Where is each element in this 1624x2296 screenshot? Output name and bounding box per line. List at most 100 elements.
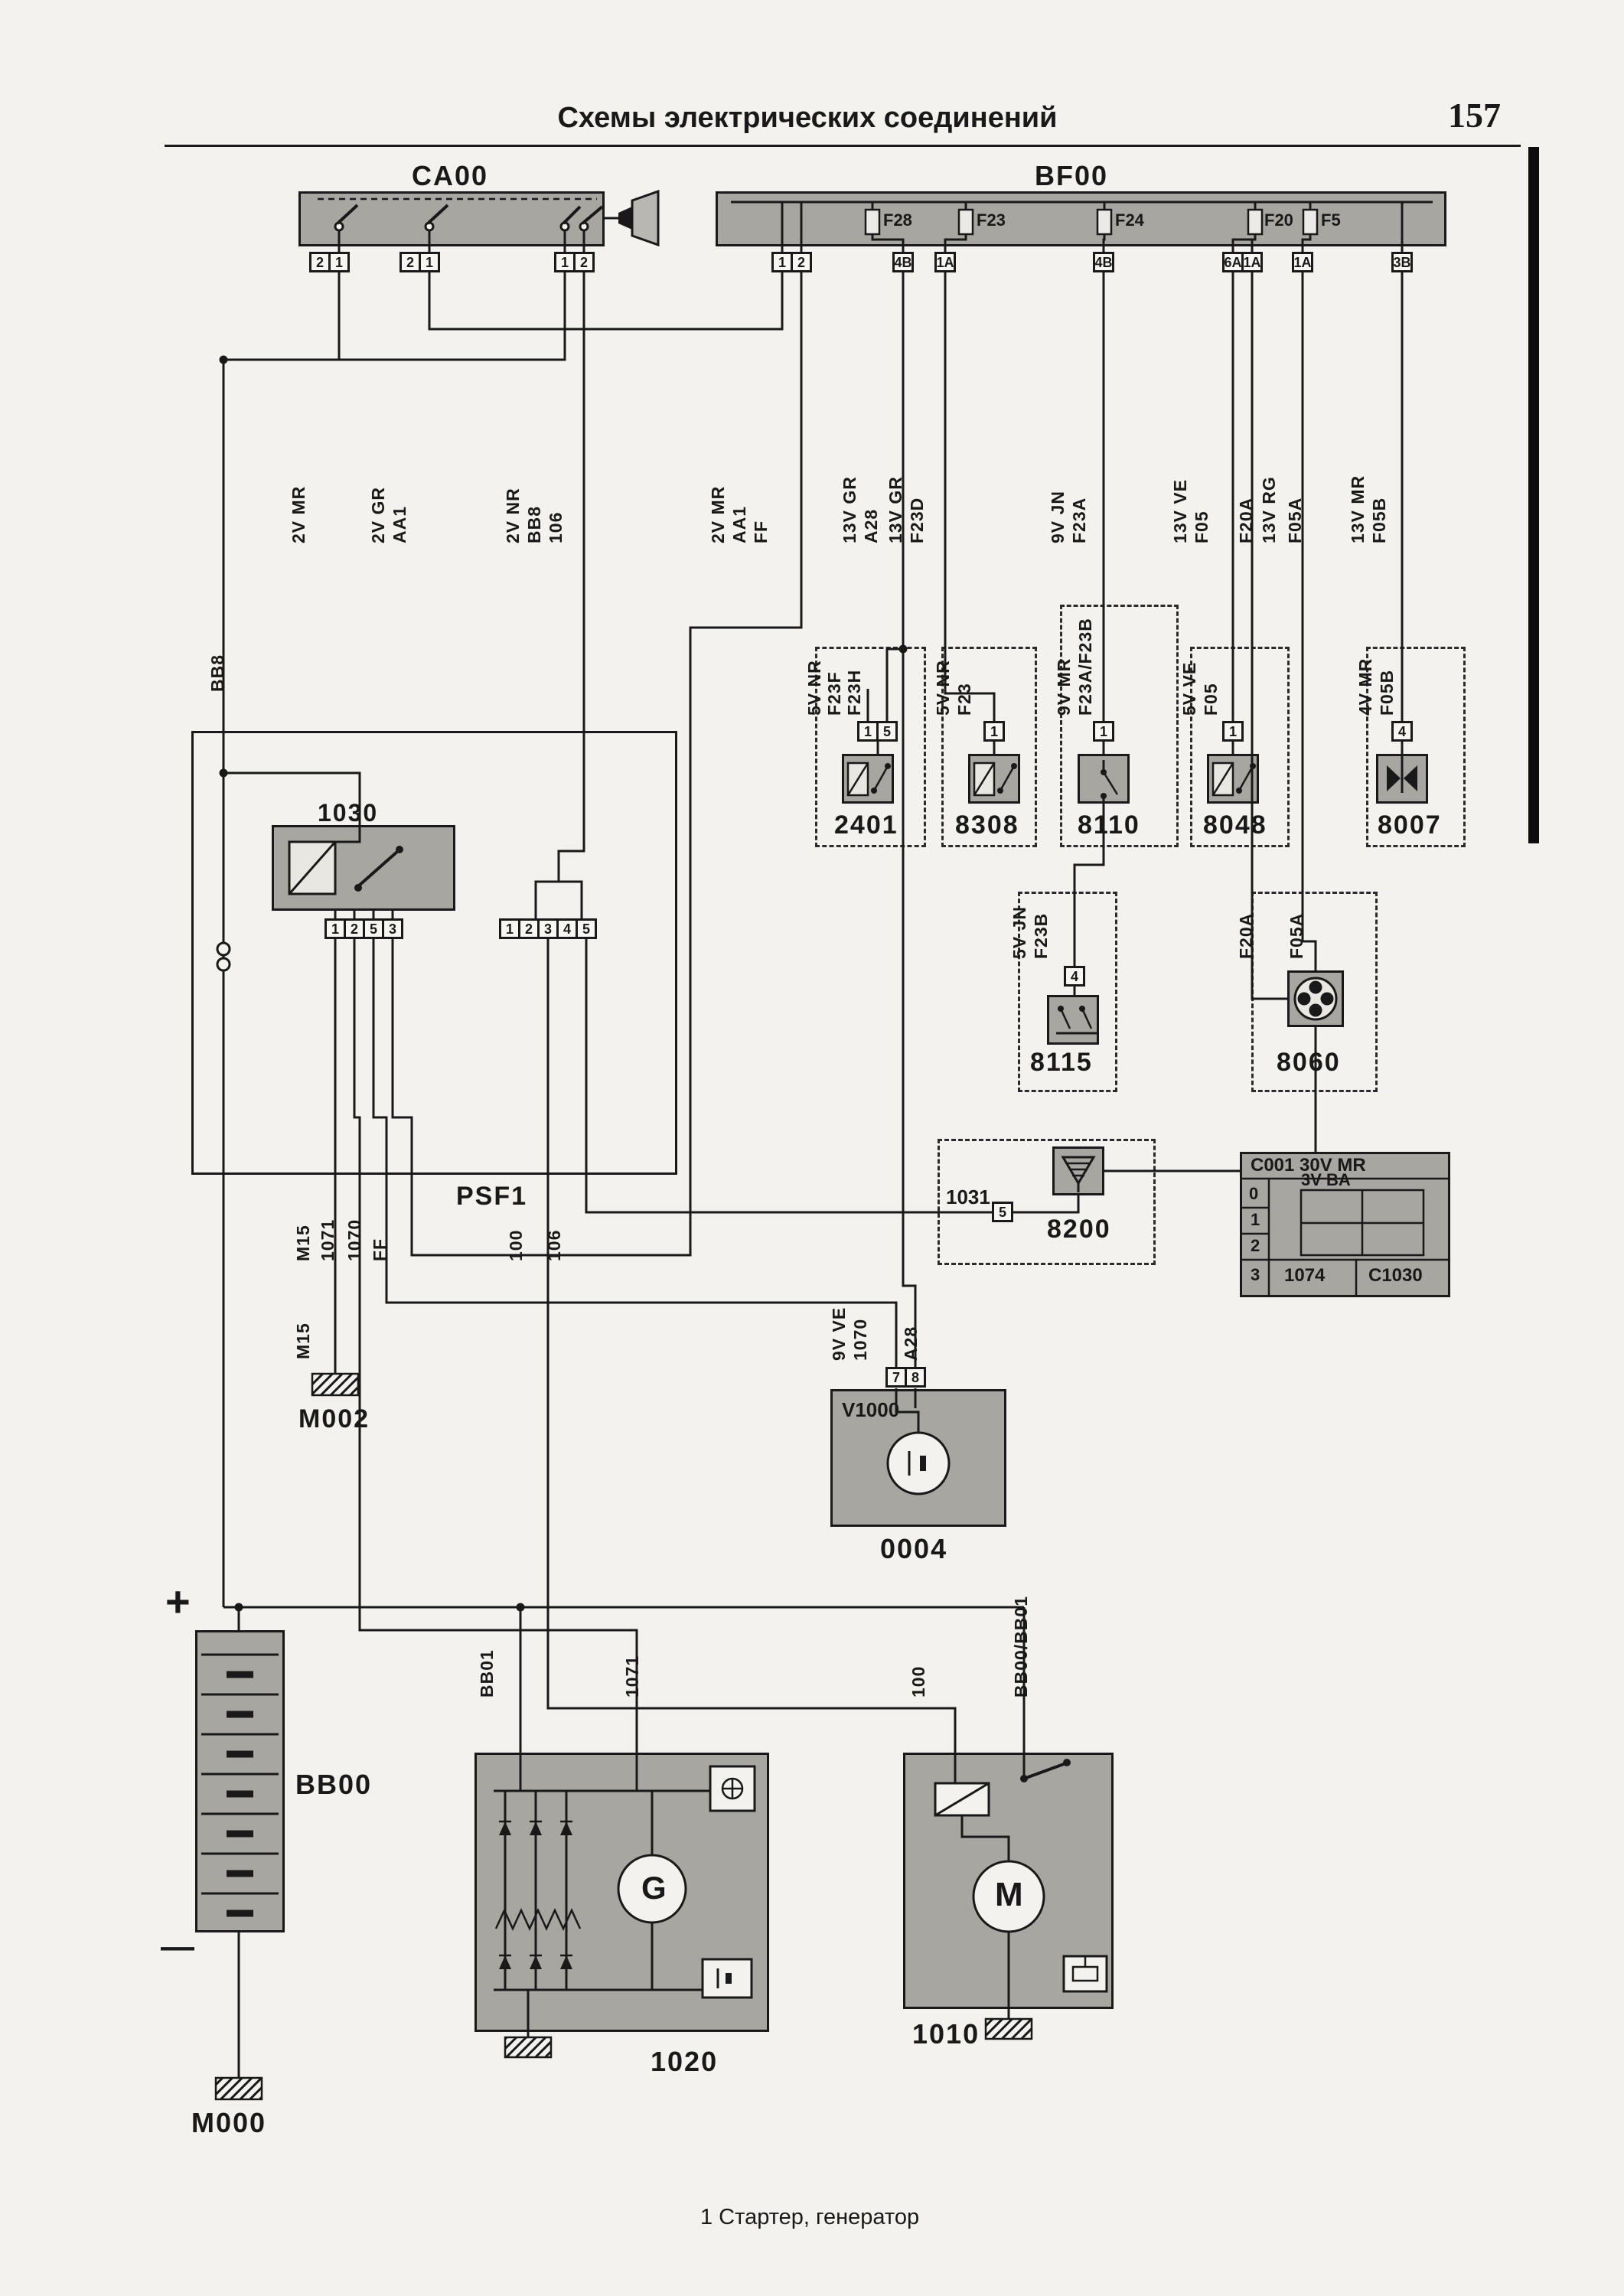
bf00-connector-3: 1A <box>934 252 956 272</box>
pins-8048: 1 <box>1222 721 1244 742</box>
c001-header: C001 30V MR <box>1251 1155 1366 1176</box>
pin-cell: 1 <box>983 721 1005 742</box>
card8060-wire-2: F05A <box>1286 912 1306 959</box>
ground-icon-starter <box>984 2017 1033 2040</box>
pin-cell: 5 <box>576 918 597 939</box>
pin-cell: 2 <box>344 918 365 939</box>
card8110-wire-2: F23A/F23B <box>1075 618 1095 716</box>
wire-label-b1-2v-mr: 2V MR <box>708 485 728 543</box>
card8048-wire-2: F05 <box>1201 683 1221 716</box>
name-8308: 8308 <box>955 810 1019 840</box>
psf1-wire-1071: 1071 <box>318 1218 338 1261</box>
bf00-label: BF00 <box>1035 160 1109 191</box>
wire-label-bb00-bb01: BB00/BB01 <box>1011 1596 1031 1698</box>
name-bb00: BB00 <box>295 1769 373 1800</box>
switch-icon-8110 <box>1101 760 1119 804</box>
page-number: 157 <box>1448 96 1501 135</box>
figure-caption: 1 Стартер, генератор <box>700 2205 920 2229</box>
pin-cell: 2 <box>399 252 421 272</box>
psf1-wire-1070: 1070 <box>344 1218 364 1261</box>
pin-cell: 2 <box>791 252 812 272</box>
c001-code-1074: 1074 <box>1284 1265 1326 1286</box>
c001-row2: 2 <box>1251 1236 1260 1255</box>
ground-icon-m000 <box>214 2076 263 2101</box>
bf00-connector-5: 6A 1A <box>1222 252 1263 272</box>
wire-label-bb8-left: BB8 <box>207 654 227 692</box>
fan-icon-8060 <box>1293 977 1338 1021</box>
pins-2401: 1 5 <box>857 721 898 742</box>
wire-label-b7-f05b: F05B <box>1369 497 1389 543</box>
relay-1030-label: 1030 <box>318 799 379 827</box>
pins-8110: 1 <box>1093 721 1114 742</box>
name-8115: 8115 <box>1030 1048 1093 1077</box>
ref-1031: 1031 <box>946 1186 990 1208</box>
wire-label-b6-13v-rg: 13V RG <box>1259 476 1279 543</box>
pin-cell: 1 <box>324 918 346 939</box>
wire-label-bb8: BB8 <box>524 505 544 543</box>
wire-label-b5-f05: F05 <box>1192 510 1211 543</box>
v1000-wire-a28: A28 <box>901 1326 921 1361</box>
fuse-label-f20: F20 <box>1264 210 1293 230</box>
ground-icon-m002 <box>311 1372 360 1397</box>
card8115-wire-1: 5V JN <box>1009 906 1029 959</box>
ca00-connector-3: 1 2 <box>554 252 595 272</box>
bf00-fuse-icons <box>731 201 1433 252</box>
ca00-label: CA00 <box>412 160 489 191</box>
ground-label-m000: M000 <box>191 2107 267 2138</box>
v1000-wire-1070: 1070 <box>850 1318 870 1361</box>
wire-label-b6-f05a: F05A <box>1285 497 1305 543</box>
pin-cell: 4 <box>556 918 578 939</box>
name-1020: 1020 <box>651 2046 719 2077</box>
pin-cell: 4B <box>892 252 914 272</box>
psf1-wire-100: 100 <box>506 1229 526 1261</box>
name-2401: 2401 <box>834 810 898 840</box>
pin-cell: 1 <box>771 252 793 272</box>
ground-label-m002: M002 <box>298 1404 370 1433</box>
fuse-box-bf00 <box>716 191 1446 246</box>
bf00-connector-7: 3B <box>1391 252 1413 272</box>
wire-label-bb01: BB01 <box>477 1649 497 1698</box>
relay-1030-box <box>272 825 455 911</box>
fuse-label-f5: F5 <box>1321 210 1341 230</box>
v1000-wire-9v-ve: 9V VE <box>829 1306 849 1361</box>
wire-label-1071-bottom: 1071 <box>622 1655 642 1698</box>
wire-label-2v-nr: 2V NR <box>503 488 523 543</box>
pins-8007: 4 <box>1391 721 1413 742</box>
pin-cell: 1 <box>499 918 520 939</box>
battery-bb00-box <box>195 1630 285 1932</box>
psf1-wire-ff: FF <box>370 1238 390 1261</box>
bf00-connector-6: 1A <box>1292 252 1313 272</box>
wire-label-106: 106 <box>546 511 566 543</box>
ca00-switch-icons <box>318 197 604 252</box>
starter-symbol: M <box>995 1876 1023 1913</box>
wire-label-b1-aa1: AA1 <box>729 505 749 543</box>
pin-cell: 1A <box>1292 252 1313 272</box>
pin-cell: 4 <box>1391 721 1413 742</box>
wire-label-b2-a28: A28 <box>861 508 881 543</box>
pin-cell: 1 <box>857 721 879 742</box>
pin-cell: 5 <box>363 918 384 939</box>
name-8048: 8048 <box>1203 810 1267 840</box>
card-2401 <box>815 647 926 847</box>
pin-cell: 1 <box>1222 721 1244 742</box>
card-8007 <box>1366 647 1466 847</box>
card8007-wire-2: F05B <box>1377 669 1397 716</box>
card8308-wire-2: F23 <box>954 683 974 716</box>
pin-cell: 2 <box>573 252 595 272</box>
card8060-wire-1: F20A <box>1236 912 1256 959</box>
name-0004: 0004 <box>880 1533 948 1564</box>
wires <box>222 217 1404 2078</box>
card-8110 <box>1060 605 1179 847</box>
pin-cell: 5 <box>876 721 898 742</box>
pin-cell: 6A <box>1222 252 1244 272</box>
pin-cell: 1A <box>1241 252 1263 272</box>
relay-1030-pins: 1 2 5 3 <box>324 918 403 939</box>
contact-icon-8115 <box>1056 1006 1099 1035</box>
relay-icon-8308 <box>973 762 1017 797</box>
card-8115 <box>1018 892 1117 1092</box>
buzzer-icon-8007 <box>1387 764 1417 793</box>
starter-internals <box>934 1759 1108 2019</box>
page-title: Схемы электрических соединений <box>557 102 1058 134</box>
psf1-box <box>191 731 677 1175</box>
name-8007: 8007 <box>1378 810 1442 840</box>
